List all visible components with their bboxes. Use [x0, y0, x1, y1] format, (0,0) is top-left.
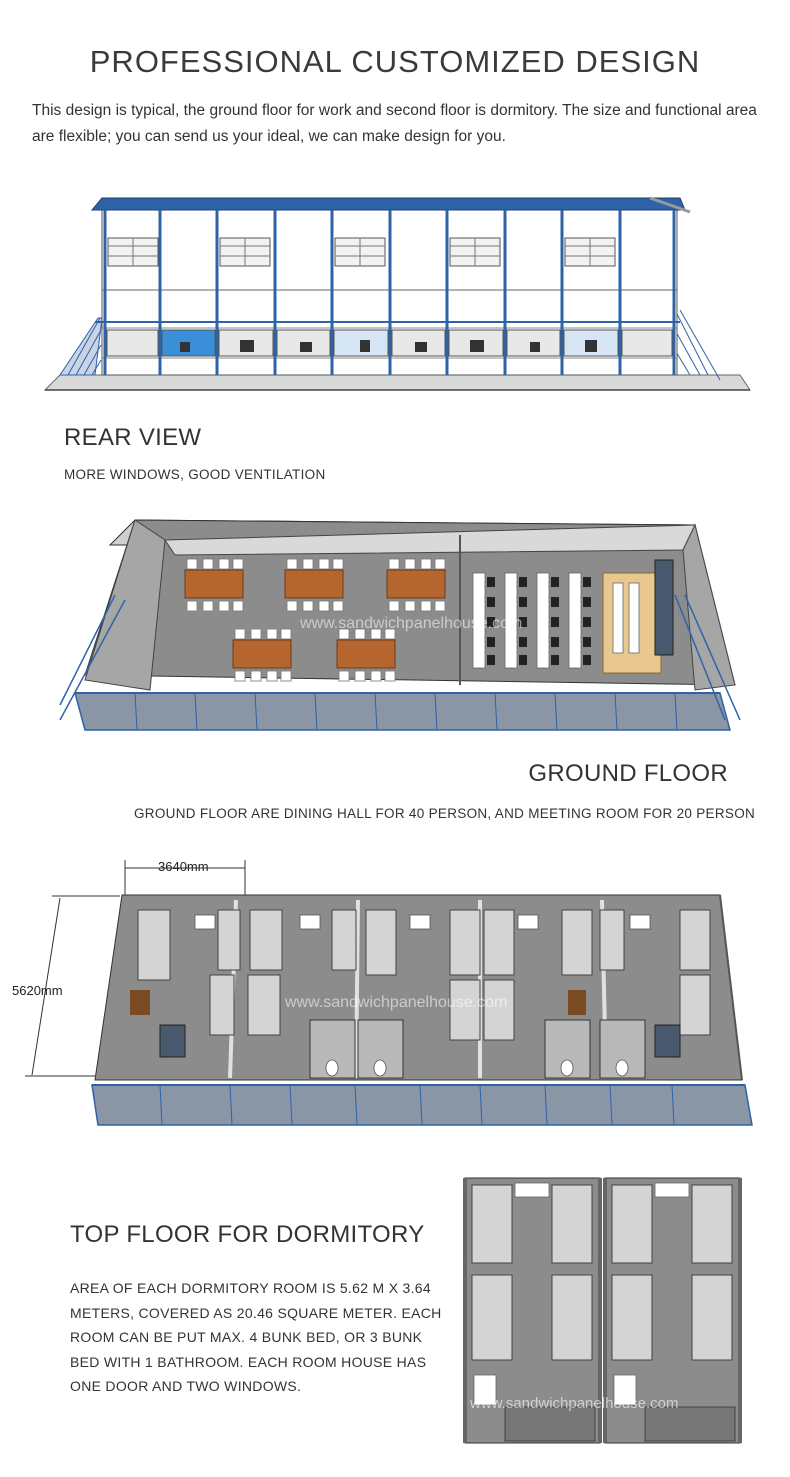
dormitory-room-plan: www.sandwichpanelhouse.com — [460, 1175, 745, 1447]
depth-dimension-label: 5620mm — [12, 983, 63, 998]
rear-view-caption: MORE WINDOWS, GOOD VENTILATION — [64, 467, 326, 482]
width-dimension-label: 3640mm — [158, 859, 209, 874]
ground-floor-heading: GROUND FLOOR — [528, 760, 728, 787]
top-floor-heading: TOP FLOOR FOR DORMITORY — [70, 1221, 425, 1248]
ground-floor-watermark: www.sandwichpanelhouse.com — [299, 615, 522, 632]
rear-view-drawing — [43, 196, 751, 391]
ground-floor-caption: GROUND FLOOR ARE DINING HALL FOR 40 PERS… — [134, 806, 756, 821]
room-plan-watermark: www.sandwichpanelhouse.com — [469, 1395, 678, 1412]
top-floor-description: AREA OF EACH DORMITORY ROOM IS 5.62 M X … — [70, 1280, 442, 1394]
rear-view-heading: REAR VIEW — [64, 424, 202, 451]
ground-floor-plan: www.sandwichpanelhouse.com — [59, 519, 741, 731]
page-title: PROFESSIONAL CUSTOMIZED DESIGN — [89, 44, 701, 79]
top-floor-plan: 3640mm 5620mm www.sandwic — [12, 859, 753, 1126]
intro-text: This design is typical, the ground floor… — [32, 102, 757, 145]
top-floor-plan-watermark: www.sandwichpanelhouse.com — [284, 994, 507, 1011]
